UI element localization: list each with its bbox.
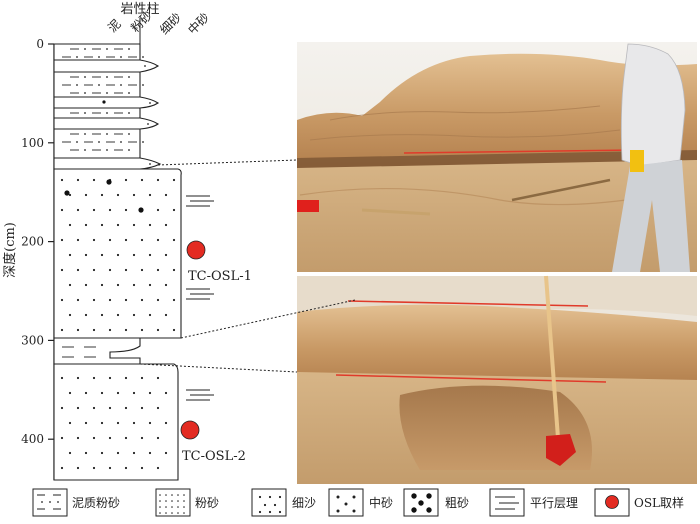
osl-sample-dot — [605, 495, 619, 509]
parallel-bedding-upper — [186, 195, 214, 207]
legend-item-coarse-sand: 粗砂 — [403, 488, 469, 517]
field-photo-upper — [297, 42, 697, 272]
fine-sand-unit-lower — [53, 363, 179, 481]
depth-tick-label: 100 — [21, 136, 44, 150]
marker-line — [335, 374, 607, 383]
grain-header-medium-sand: 中砂 — [185, 10, 213, 38]
depth-tick-label: 400 — [21, 432, 44, 446]
legend-label: 中砂 — [369, 495, 393, 510]
lithology-column — [53, 43, 182, 481]
depth-tick-label: 200 — [21, 235, 44, 249]
muddy-silt-unit-middle — [53, 337, 141, 365]
osl-sample-dot — [186, 240, 206, 260]
legend-label: OSL取样 — [634, 495, 684, 510]
connector-line — [157, 159, 298, 166]
depth-axis-label: 深度(cm) — [2, 222, 18, 278]
sample-label-1: TC-OSL-1 — [188, 269, 252, 284]
legend-label: 平行层理 — [530, 496, 578, 510]
coarse-grain — [138, 207, 144, 213]
depth-ticks: 0 100 200 300 400 — [21, 37, 54, 446]
column-header: 岩性柱 — [120, 2, 159, 17]
muddy-silt-unit — [53, 43, 162, 170]
marker-line — [403, 149, 641, 154]
osl-sample-dot — [180, 420, 200, 440]
legend: 泥质粉砂 粉砂 细沙 中砂 粗砂 — [32, 488, 684, 517]
legend-label: 粗砂 — [445, 496, 469, 510]
legend-label: 粉砂 — [195, 496, 219, 510]
legend-item-medium-sand: 中砂 — [328, 488, 393, 517]
legend-item-silt: 粉砂 — [155, 488, 219, 517]
coarse-grain — [64, 190, 70, 196]
legend-item-fine-sand: 细沙 — [251, 488, 316, 517]
legend-item-muddy-silt: 泥质粉砂 — [32, 488, 120, 517]
coarse-grain — [106, 179, 112, 185]
field-photo-lower — [297, 275, 697, 484]
legend-label: 细沙 — [292, 496, 316, 510]
grain-header-fine-sand: 细砂 — [157, 10, 184, 37]
legend-item-parallel-bedding: 平行层理 — [489, 488, 578, 517]
fine-sand-unit-upper — [53, 168, 182, 339]
depth-tick-label: 300 — [21, 333, 44, 347]
legend-item-osl-sample: OSL取样 — [594, 488, 684, 517]
depth-tick-label: 0 — [36, 37, 44, 51]
parallel-bedding-middle — [186, 288, 214, 300]
parallel-bedding-lower — [186, 389, 214, 401]
legend-label: 泥质粉砂 — [72, 496, 120, 510]
connector-line — [180, 299, 356, 339]
silt-pattern — [155, 488, 191, 517]
sample-label-2: TC-OSL-2 — [182, 449, 246, 464]
grain-header-mud: 泥 — [105, 17, 123, 35]
